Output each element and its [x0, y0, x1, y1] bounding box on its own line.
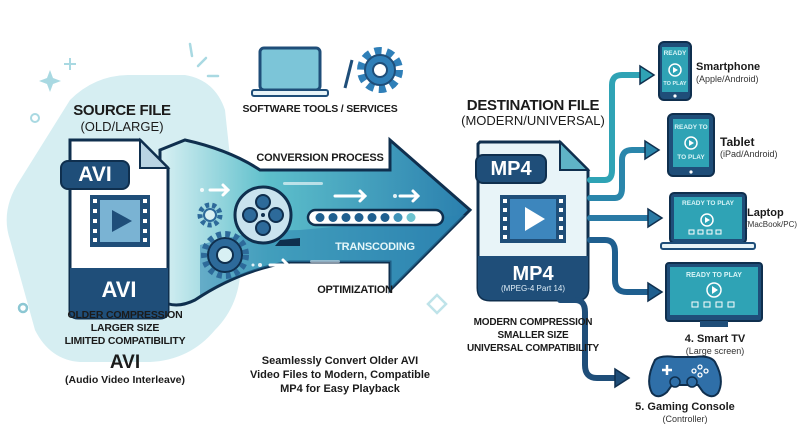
source-property: OLDER COMPRESSION — [67, 309, 183, 321]
progress-dot — [380, 213, 390, 222]
software-laptop-icon — [251, 46, 329, 97]
destination-property: SMALLER SIZE — [497, 330, 569, 341]
device-name-smart-tv: 4. Smart TV — [684, 333, 746, 345]
connector-arrowheads — [614, 64, 664, 389]
tagline-line-3: MP4 for Easy Playback — [280, 383, 400, 395]
device-connectors — [557, 72, 651, 381]
source-format-name: AVI — [109, 352, 141, 373]
tv-screen-top: READY TO PLAY — [686, 272, 742, 279]
device-sub-gaming-console: (Controller) — [662, 414, 708, 424]
progress-dot — [406, 213, 416, 222]
source-property: LARGER SIZE — [90, 322, 160, 334]
smartphone-screen-top: READY — [663, 50, 687, 57]
progress-dot — [393, 213, 403, 222]
smartphone-icon — [658, 41, 692, 101]
progress-dot — [315, 213, 325, 222]
progress-dot — [328, 213, 338, 222]
tablet-screen-top: READY TO — [674, 124, 708, 131]
transcoding-label: TRANSCODING — [335, 241, 415, 253]
burst-lines — [188, 42, 220, 78]
destination-heading: DESTINATION FILE — [466, 97, 600, 114]
tagline-line-2: Video Files to Modern, Compatible — [249, 369, 431, 381]
avi-file-icon — [68, 137, 171, 320]
gamepad-icon — [648, 355, 722, 398]
device-name-gaming-console: 5. Gaming Console — [635, 401, 735, 413]
source-property: LIMITED COMPATIBILITY — [64, 335, 186, 347]
diamond-icon — [426, 293, 448, 315]
laptop-screen-top: READY TO PLAY — [682, 200, 734, 207]
progress-dots — [315, 213, 416, 222]
mp4-file-sublabel: (MPEG-4 Part 14) — [500, 284, 565, 293]
tablet-icon — [667, 113, 715, 177]
gear-icon — [197, 202, 223, 228]
software-tools-label: SOFTWARE TOOLS / SERVICES — [242, 103, 398, 115]
laptop-icon — [660, 192, 756, 250]
tagline-line-1: Seamlessly Convert Older AVI — [261, 355, 419, 367]
plus-icon — [64, 58, 76, 70]
mp4-file-label: MP4 — [512, 263, 554, 285]
smartphone-screen-bottom: TO PLAY — [663, 81, 687, 87]
source-heading: SOURCE FILE — [73, 102, 171, 119]
film-reel-icon — [233, 185, 300, 246]
avi-file-label: AVI — [101, 277, 137, 302]
ring-icon — [17, 302, 29, 314]
device-name-tablet: Tablet — [720, 135, 755, 149]
progress-dot — [341, 213, 351, 222]
motion-arrows — [208, 183, 421, 272]
device-sub-laptop: (MacBook/PC) — [745, 220, 798, 229]
mp4-badge: MP4 — [475, 154, 547, 184]
destination-property: UNIVERSAL COMPATIBILITY — [466, 343, 600, 354]
smart-tv-icon — [665, 262, 763, 327]
gear-icon — [201, 231, 249, 279]
slash-separator — [343, 59, 354, 89]
device-name-laptop: Laptop — [747, 207, 784, 219]
optimization-label: OPTIMIZATION — [317, 284, 393, 296]
conversion-process-title: CONVERSION PROCESS — [256, 152, 384, 164]
device-sub-tablet: (iPad/Android) — [720, 149, 778, 159]
destination-subheading: (MODERN/UNIVERSAL) — [461, 113, 605, 128]
source-format-full: (Audio Video Interleave) — [65, 374, 185, 386]
destination-property: MODERN COMPRESSION — [473, 317, 593, 328]
sparkle-icon — [39, 70, 61, 92]
device-sub-smartphone: (Apple/Android) — [696, 74, 759, 84]
progress-dot — [367, 213, 377, 222]
ring-icon — [30, 113, 40, 123]
device-sub-smart-tv: (Large screen) — [685, 346, 745, 356]
device-name-smartphone: Smartphone — [696, 61, 761, 73]
source-subheading: (OLD/LARGE) — [80, 119, 164, 134]
avi-badge: AVI — [60, 160, 130, 190]
software-gear-icon — [357, 47, 403, 93]
progress-dot — [354, 213, 364, 222]
tablet-screen-bottom: TO PLAY — [677, 154, 705, 161]
